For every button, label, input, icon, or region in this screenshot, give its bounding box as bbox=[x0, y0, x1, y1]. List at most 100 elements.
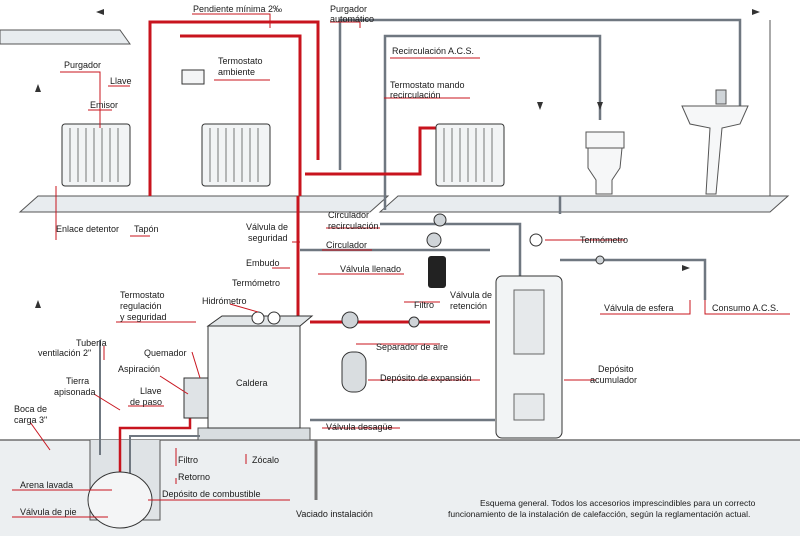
label-purgador-auto-2: automático bbox=[330, 14, 374, 24]
label-retorno: Retorno bbox=[178, 472, 210, 482]
label-deposito-acumulador-1: Depósito bbox=[598, 364, 634, 374]
label-termostato-mando-2: recirculación bbox=[390, 90, 441, 100]
radiator-left bbox=[61, 123, 131, 187]
cold-consumption bbox=[560, 258, 707, 300]
label-termostato-mando-1: Termostato mando bbox=[390, 80, 465, 90]
check-valve bbox=[408, 316, 420, 328]
tank-panel-bottom bbox=[513, 393, 545, 421]
thermometer-gauge bbox=[267, 311, 281, 325]
thermometer-top-gauge bbox=[529, 233, 543, 247]
upper-slab-left bbox=[0, 29, 131, 45]
cold-circulator bbox=[380, 222, 522, 290]
arrow-down-1 bbox=[537, 102, 543, 110]
label-termostato-regulacion-1: Termostato bbox=[120, 290, 165, 300]
equipment bbox=[87, 69, 605, 529]
label-valvula-desague: Válvula desagüe bbox=[326, 422, 393, 432]
sanitary bbox=[585, 89, 749, 195]
label-aspiracion: Aspiración bbox=[118, 364, 160, 374]
room-thermostat bbox=[181, 69, 205, 85]
label-separador-aire: Separador de aire bbox=[376, 342, 448, 352]
boiler bbox=[207, 325, 301, 429]
filter-cartridge bbox=[428, 256, 446, 288]
radiators bbox=[61, 123, 505, 187]
radiator-right bbox=[435, 123, 505, 187]
arrow-up-left2 bbox=[35, 300, 41, 308]
acs-recirc bbox=[383, 34, 602, 210]
label-boca-carga-1: Boca de bbox=[14, 404, 47, 414]
label-termostato-regulacion-3: y seguridad bbox=[120, 312, 167, 322]
labels: Pendiente mínima 2‰ Purgador automático … bbox=[14, 4, 779, 519]
faucet bbox=[715, 89, 727, 105]
label-valvula-retencion-2: retención bbox=[450, 301, 487, 311]
label-tuberia-ventilacion-1: Tubería bbox=[76, 338, 107, 348]
label-caldera: Caldera bbox=[236, 378, 268, 388]
arrow-right-top bbox=[752, 9, 760, 15]
flow-arrows bbox=[35, 9, 760, 308]
label-deposito-combustible: Depósito de combustible bbox=[162, 489, 261, 499]
hydrometer-gauge bbox=[251, 311, 265, 325]
fuel-line bbox=[118, 410, 192, 505]
label-quemador: Quemador bbox=[144, 348, 187, 358]
caption-line-1: Esquema general. Todos los accesorios im… bbox=[480, 498, 756, 508]
arrow-down-2 bbox=[597, 102, 603, 110]
ball-valve bbox=[595, 255, 605, 265]
hot-main-top-2 bbox=[180, 34, 302, 196]
label-termometro: Termómetro bbox=[232, 278, 280, 288]
label-termostato-ambiente-1: Termostato bbox=[218, 56, 263, 66]
leader-lines bbox=[12, 13, 790, 518]
washbasin bbox=[681, 105, 749, 195]
label-vaciado: Vaciado instalación bbox=[296, 509, 373, 519]
arrow-left-top bbox=[96, 9, 104, 15]
label-valvula-esfera: Válvula de esfera bbox=[604, 303, 674, 313]
label-boca-carga-2: carga 3" bbox=[14, 415, 47, 425]
label-enlace-detentor: Enlace detentor bbox=[56, 224, 119, 234]
label-purgador: Purgador bbox=[64, 60, 101, 70]
toilet-tank bbox=[585, 131, 625, 149]
label-valvula-llenado: Válvula llenado bbox=[340, 264, 401, 274]
label-llave: Llave bbox=[110, 76, 132, 86]
fuel-tank bbox=[87, 471, 153, 529]
label-circulador: Circulador bbox=[326, 240, 367, 250]
arrow-right-consumo bbox=[682, 265, 690, 271]
burner bbox=[183, 377, 209, 419]
label-pendiente: Pendiente mínima 2‰ bbox=[193, 4, 282, 14]
label-emisor: Emisor bbox=[90, 100, 118, 110]
label-hidrometro: Hidrómetro bbox=[202, 296, 247, 306]
label-purgador-auto-1: Purgador bbox=[330, 4, 367, 14]
label-filtro-mid: Filtro bbox=[414, 300, 434, 310]
label-zocalo: Zócalo bbox=[252, 455, 279, 465]
label-termostato-ambiente-2: ambiente bbox=[218, 67, 255, 77]
label-tierra-2: apisonada bbox=[54, 387, 96, 397]
caption-line-2: funcionamiento de la instalación de cale… bbox=[448, 509, 750, 519]
floor-slab-left bbox=[18, 195, 390, 213]
cold-return-top bbox=[338, 18, 742, 170]
label-circulador-recirc-1: Circulador bbox=[328, 210, 369, 220]
label-recirculacion: Recirculación A.C.S. bbox=[392, 46, 474, 56]
storage-tank bbox=[495, 275, 563, 439]
label-valvula-retencion-1: Válvula de bbox=[450, 290, 492, 300]
label-valvula-pie: Válvula de pie bbox=[20, 507, 77, 517]
arrow-up-left bbox=[35, 84, 41, 92]
label-termometro-top: Termómetro bbox=[580, 235, 628, 245]
label-termostato-regulacion-2: regulación bbox=[120, 301, 162, 311]
label-tapon: Tapón bbox=[134, 224, 159, 234]
hot-rad-right bbox=[305, 126, 440, 176]
pipes bbox=[99, 18, 742, 505]
label-consumo-acs: Consumo A.C.S. bbox=[712, 303, 779, 313]
floor-slab-right bbox=[378, 195, 790, 213]
expansion-vessel bbox=[341, 351, 367, 393]
label-embudo: Embudo bbox=[246, 258, 280, 268]
boiler-base bbox=[197, 427, 311, 441]
label-circulador-recirc-2: recirculación bbox=[328, 221, 379, 231]
label-filtro: Filtro bbox=[178, 455, 198, 465]
hot-main-top bbox=[148, 20, 320, 196]
label-llave-paso-2: de paso bbox=[130, 397, 162, 407]
tank-panel-top bbox=[513, 289, 545, 355]
toilet bbox=[587, 147, 623, 195]
label-llave-paso-1: Llave bbox=[140, 386, 162, 396]
label-valvula-seguridad-2: seguridad bbox=[248, 233, 288, 243]
radiator-middle bbox=[201, 123, 271, 187]
label-deposito-expansion: Depósito de expansión bbox=[380, 373, 472, 383]
label-arena-lavada: Arena lavada bbox=[20, 480, 73, 490]
